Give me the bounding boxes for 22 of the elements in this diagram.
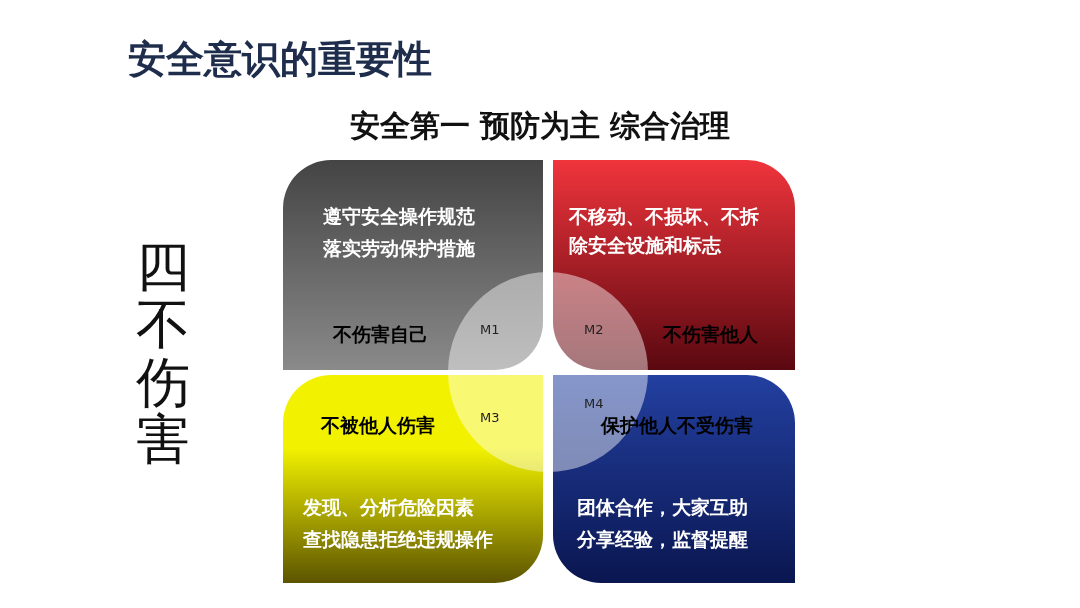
quadrant-panel <box>553 375 795 583</box>
quadrant-marker: M4 <box>584 396 604 411</box>
quadrant-heading: 保护他人不受伤害 <box>601 413 754 438</box>
subtitle: 安全第一 预防为主 综合治理 <box>348 107 732 145</box>
quadrant-text: 不移动、不损坏、不拆除安全设施和标志 <box>569 204 760 259</box>
quadrant-marker: M1 <box>480 322 500 337</box>
quadrant-text: 团体合作，大家互助 <box>577 495 749 520</box>
quadrant-text: 落实劳动保护措施 <box>323 236 476 261</box>
quadrant-panel <box>553 160 795 370</box>
quadrant-text: 查找隐患拒绝违规操作 <box>303 527 494 552</box>
quadrant-heading: 不被他人伤害 <box>321 413 436 438</box>
quadrant-text: 分享经验，监督提醒 <box>577 527 749 552</box>
quadrant-panel <box>283 375 543 583</box>
quadrant-panel <box>283 160 543 370</box>
quadrant-text: 发现、分析危险因素 <box>303 495 475 520</box>
slide-title: 安全意识的重要性 <box>128 36 432 83</box>
vertical-heading: 四不伤害 <box>136 238 191 470</box>
quadrant-heading: 不伤害他人 <box>663 322 759 347</box>
quadrant-heading: 不伤害自己 <box>333 322 429 347</box>
quadrant-text: 遵守安全操作规范 <box>323 204 476 229</box>
quadrant-marker: M3 <box>480 410 500 425</box>
quadrant-marker: M2 <box>584 322 604 337</box>
